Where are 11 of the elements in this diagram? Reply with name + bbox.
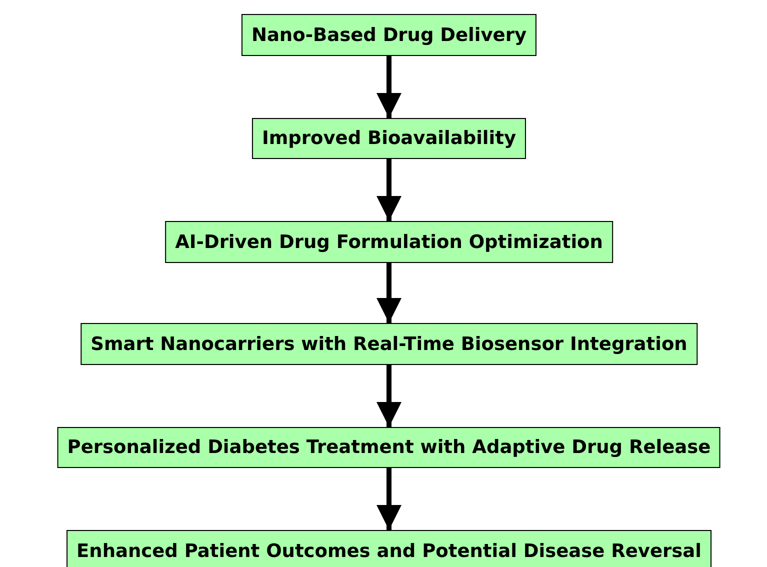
arrow (376, 159, 402, 221)
arrow (376, 263, 402, 323)
process-box: Improved Bioavailability (252, 118, 526, 159)
arrow (376, 468, 402, 530)
process-box: Nano-Based Drug Delivery (241, 14, 537, 56)
arrow (376, 365, 402, 427)
process-box: Enhanced Patient Outcomes and Potential Disease Reversal (66, 530, 712, 567)
process-box: Personalized Diabetes Treatment with Adaptive Drug Release (57, 427, 721, 468)
process-box: Smart Nanocarriers with Real-Time Biosensor Integration (80, 323, 698, 365)
arrow (376, 56, 402, 118)
process-box: AI-Driven Drug Formulation Optimization (165, 221, 613, 263)
